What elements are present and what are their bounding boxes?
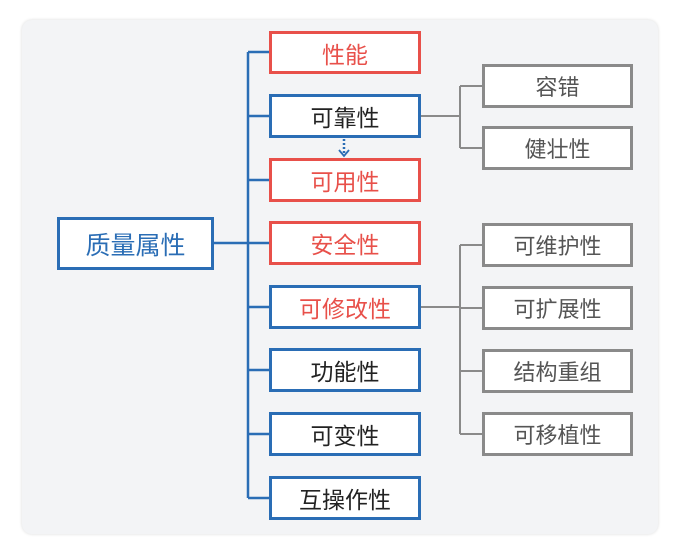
attribute-performance: 性能 — [269, 31, 421, 74]
attribute-availability: 可用性 — [269, 158, 421, 202]
sub-attribute-label: 可移植性 — [513, 424, 602, 449]
sub-attribute-extensibility: 可扩展性 — [482, 286, 633, 330]
sub-attribute-fault-tolerance: 容错 — [482, 64, 633, 108]
sub-attribute-robustness: 健壮性 — [482, 126, 633, 170]
attribute-security: 安全性 — [269, 221, 421, 265]
dotted-arrow-icon — [338, 139, 350, 158]
attribute-interoperability: 互操作性 — [269, 476, 421, 520]
sub-attribute-maintainability: 可维护性 — [482, 223, 633, 267]
sub-attribute-restructuring: 结构重组 — [482, 349, 633, 393]
sub-attribute-label: 容错 — [535, 76, 580, 101]
sub-attribute-label: 可扩展性 — [513, 298, 602, 323]
sub-attribute-label: 结构重组 — [513, 361, 602, 386]
root-label: 质量属性 — [85, 230, 186, 260]
attribute-functionality: 功能性 — [269, 348, 421, 392]
attribute-label: 安全性 — [310, 233, 380, 259]
sub-attribute-portability: 可移植性 — [482, 412, 633, 456]
attribute-variability: 可变性 — [269, 412, 421, 456]
attribute-label: 可修改性 — [299, 297, 391, 323]
root-node-quality-attributes: 质量属性 — [57, 217, 214, 270]
attribute-label: 功能性 — [310, 360, 380, 386]
attribute-label: 可变性 — [310, 424, 380, 450]
attribute-label: 性能 — [322, 42, 368, 69]
attribute-label: 可靠性 — [310, 106, 380, 132]
attribute-label: 互操作性 — [299, 488, 391, 514]
sub-attribute-label: 可维护性 — [513, 235, 602, 260]
sub-attribute-label: 健壮性 — [524, 138, 591, 163]
attribute-label: 可用性 — [310, 170, 380, 196]
attribute-reliability: 可靠性 — [269, 94, 421, 138]
attribute-modifiability: 可修改性 — [269, 285, 421, 329]
